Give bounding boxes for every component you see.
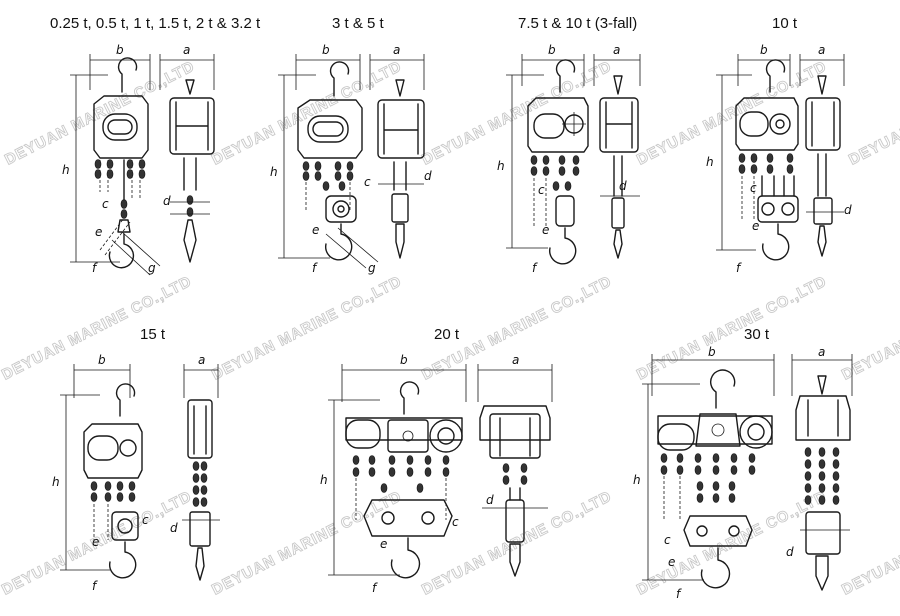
dim-label-b: b (548, 43, 556, 57)
dim-label-a: a (198, 353, 205, 367)
dim-label-e: e (92, 535, 99, 549)
dim-label-e: e (542, 223, 549, 237)
dim-label-f: f (736, 261, 742, 275)
dim-label-c: c (102, 197, 109, 211)
dim-label-d: d (170, 521, 178, 535)
dim-label-g: g (368, 261, 376, 275)
chain-links (738, 153, 794, 174)
panel-title: 30 t (744, 326, 770, 343)
chain-links (302, 161, 354, 191)
chain-links (804, 447, 840, 505)
front-view (527, 59, 589, 265)
dim-label-b: b (116, 43, 124, 57)
dim-label-a: a (183, 43, 190, 57)
side-view (377, 79, 425, 259)
watermark-text: DEYUAN MARINE CO.,LTD (209, 58, 404, 169)
chain-links (94, 159, 146, 219)
watermark-text: DEYUAN MARINE CO.,LTD (839, 273, 900, 384)
panel-title: 3 t & 5 t (332, 15, 385, 32)
chain-links (660, 453, 756, 503)
dim-label-g: g (148, 261, 156, 275)
chain-links (90, 481, 136, 502)
dim-label-c: c (142, 513, 149, 527)
dim-label-b: b (98, 353, 106, 367)
panel-title: 15 t (140, 326, 166, 343)
dim-label-h: h (270, 165, 278, 179)
dim-label-e: e (312, 223, 319, 237)
side-view (169, 79, 215, 263)
panel-2: 3 t & 5 t b a h c e (270, 15, 432, 275)
dim-label-c: c (452, 515, 459, 529)
dim-label-h: h (497, 159, 505, 173)
panel-7: 30 t b a h (633, 326, 853, 601)
dim-label-b: b (322, 43, 330, 57)
dim-label-c: c (538, 183, 545, 197)
side-view (795, 375, 851, 591)
front-view (83, 383, 143, 579)
front-view (657, 369, 773, 589)
panel-title: 10 t (772, 15, 798, 32)
dim-label-d: d (424, 169, 432, 183)
dim-label-c: c (750, 181, 757, 195)
watermark-text: DEYUAN MARINE CO.,LTD (846, 58, 900, 169)
side-view (805, 75, 844, 257)
dim-label-b: b (400, 353, 408, 367)
chain-links (192, 461, 208, 507)
dim-label-h: h (706, 155, 714, 169)
panel-title: 0.25 t, 0.5 t, 1 t, 1.5 t, 2 t & 3.2 t (50, 15, 261, 32)
side-view (599, 75, 640, 259)
dim-label-f: f (312, 261, 318, 275)
watermark-text: DEYUAN MARINE CO.,LTD (839, 488, 900, 599)
panel-4: 10 t b a h c e f (706, 15, 852, 275)
dim-label-a: a (393, 43, 400, 57)
dim-label-a: a (512, 353, 519, 367)
side-view (182, 399, 220, 581)
side-view (479, 405, 551, 577)
dim-label-f: f (532, 261, 538, 275)
dim-label-e: e (668, 555, 675, 569)
panel-6: 20 t b a h (320, 326, 553, 595)
front-view (735, 59, 799, 261)
chain-links (352, 455, 450, 493)
panel-5: 15 t b a h c e f (52, 326, 220, 593)
dim-label-a: a (818, 43, 825, 57)
dim-label-d: d (163, 194, 171, 208)
watermark-text: DEYUAN MARINE CO.,LTD (209, 273, 404, 384)
dim-label-h: h (633, 473, 641, 487)
dim-label-a: a (818, 345, 825, 359)
dim-label-h: h (52, 475, 60, 489)
chain-links (502, 463, 528, 485)
dim-label-e: e (380, 537, 387, 551)
panel-3: 7.5 t & 10 t (3-fall) b a h c e f (497, 15, 641, 275)
front-view (93, 57, 161, 276)
front-view (297, 61, 379, 269)
panel-1: 0.25 t, 0.5 t, 1 t, 1.5 t, 2 t & 3.2 t b… (50, 15, 261, 276)
dim-label-f: f (372, 581, 378, 595)
chain-links (530, 155, 580, 191)
panel-title: 7.5 t & 10 t (3-fall) (518, 15, 637, 32)
dim-label-d: d (619, 179, 627, 193)
dim-label-a: a (613, 43, 620, 57)
watermark-text: DEYUAN MARINE CO.,LTD (634, 273, 829, 384)
dim-label-e: e (95, 225, 102, 239)
dim-label-f: f (676, 587, 682, 601)
dim-label-b: b (708, 345, 716, 359)
dim-label-h: h (62, 163, 70, 177)
dim-label-f: f (92, 261, 98, 275)
dim-label-c: c (664, 533, 671, 547)
dim-label-d: d (786, 545, 794, 559)
dim-label-h: h (320, 473, 328, 487)
dim-label-f: f (92, 579, 98, 593)
dim-label-e: e (752, 219, 759, 233)
dim-label-b: b (760, 43, 768, 57)
dim-label-d: d (844, 203, 852, 217)
watermark-text: DEYUAN MARINE CO.,LTD (419, 58, 614, 169)
front-view (345, 381, 463, 579)
dim-label-d: d (486, 493, 494, 507)
watermark-text: DEYUAN MARINE CO.,LTD (2, 58, 197, 169)
panel-title: 20 t (434, 326, 460, 343)
watermark-text: DEYUAN MARINE CO.,LTD (419, 488, 614, 599)
dim-label-c: c (364, 175, 371, 189)
